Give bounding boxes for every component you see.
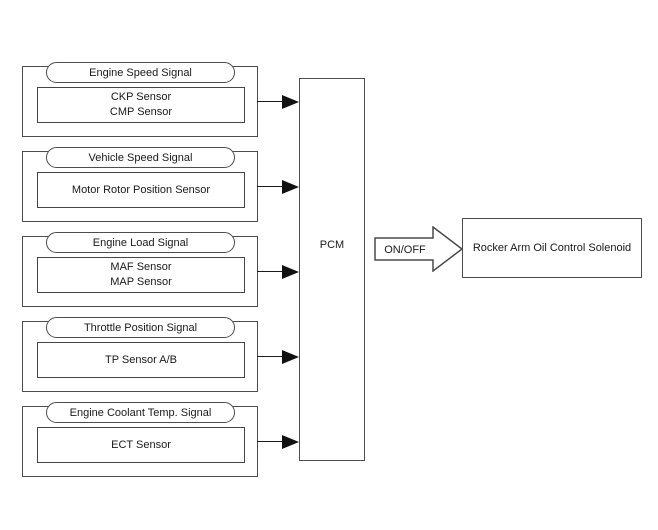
connector-line xyxy=(257,440,284,442)
arrowhead-right-icon xyxy=(282,434,299,449)
sensor-box: TP Sensor A/B xyxy=(37,342,245,378)
signal-label-pill: Engine Load Signal xyxy=(46,232,235,253)
on-off-label: ON/OFF xyxy=(384,243,426,256)
connector-line xyxy=(257,185,284,187)
solenoid-box: Rocker Arm Oil Control Solenoid xyxy=(462,218,642,278)
sensor-name: CKP Sensor xyxy=(110,91,172,103)
signal-label: Engine Load Signal xyxy=(92,236,189,249)
sensor-name: TP Sensor A/B xyxy=(105,353,177,366)
sensor-name: CMP Sensor xyxy=(109,106,173,118)
sensor-box: MAF Sensor MAP Sensor xyxy=(37,257,245,293)
sensor-name: Motor Rotor Position Sensor xyxy=(71,183,211,196)
signal-label: Engine Speed Signal xyxy=(89,66,192,79)
arrowhead-right-icon xyxy=(282,264,299,279)
arrowhead-right-icon xyxy=(282,94,299,109)
block-arrow-outline xyxy=(374,226,464,272)
sensor-name: MAF Sensor xyxy=(110,261,172,273)
sensor-name: MAP Sensor xyxy=(110,276,172,288)
signal-block-vehicle-speed: Vehicle Speed Signal Motor Rotor Positio… xyxy=(22,147,258,222)
signal-label-pill: Vehicle Speed Signal xyxy=(46,147,235,168)
connector-line xyxy=(257,270,284,272)
signal-block-throttle-position: Throttle Position Signal TP Sensor A/B xyxy=(22,317,258,392)
sensor-box: ECT Sensor xyxy=(37,427,245,463)
arrowhead-right-icon xyxy=(282,179,299,194)
signal-label-pill: Engine Coolant Temp. Signal xyxy=(46,402,235,423)
signal-label: Vehicle Speed Signal xyxy=(88,151,193,164)
sensor-box: CKP Sensor CMP Sensor xyxy=(37,87,245,123)
signal-block-engine-speed: Engine Speed Signal CKP Sensor CMP Senso… xyxy=(22,62,258,137)
signal-label-pill: Throttle Position Signal xyxy=(46,317,235,338)
signal-label: Throttle Position Signal xyxy=(83,321,198,334)
signal-label-pill: Engine Speed Signal xyxy=(46,62,235,83)
signal-block-engine-load: Engine Load Signal MAF Sensor MAP Sensor xyxy=(22,232,258,307)
signal-block-coolant-temp: Engine Coolant Temp. Signal ECT Sensor xyxy=(22,402,258,477)
connector-line xyxy=(257,355,284,357)
pcm-box: PCM xyxy=(299,78,365,461)
sensor-name: ECT Sensor xyxy=(111,438,171,451)
sensor-box: Motor Rotor Position Sensor xyxy=(37,172,245,208)
connector-line xyxy=(257,100,284,102)
on-off-block-arrow xyxy=(374,226,464,272)
pcm-label: PCM xyxy=(319,239,345,251)
solenoid-label: Rocker Arm Oil Control Solenoid xyxy=(472,242,632,254)
arrowhead-right-icon xyxy=(282,349,299,364)
signal-label: Engine Coolant Temp. Signal xyxy=(69,406,212,419)
